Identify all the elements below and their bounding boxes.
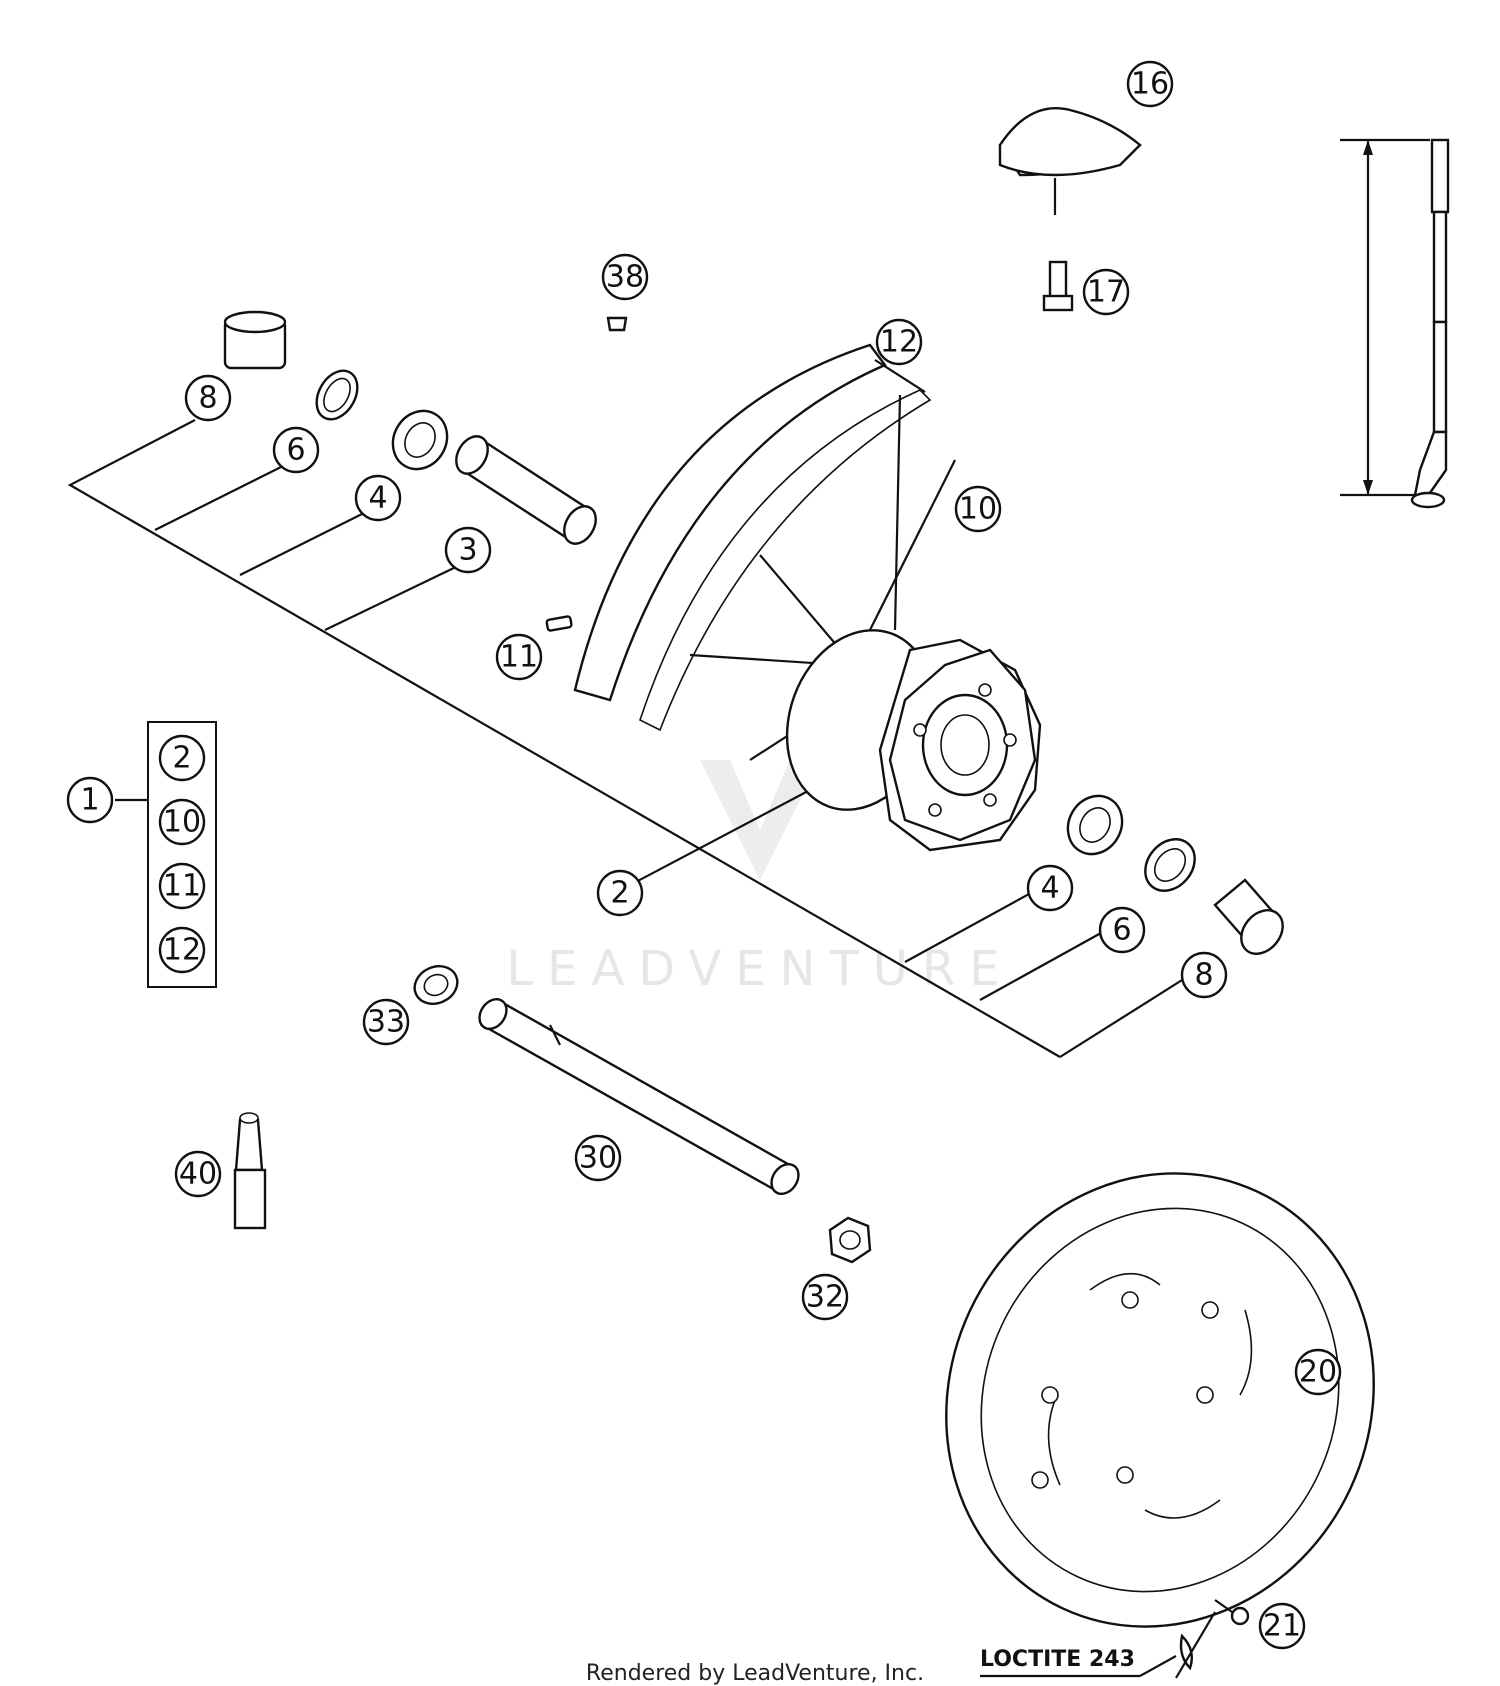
seal-6-left [315,369,359,421]
svg-text:1: 1 [80,783,99,818]
bolt-17 [1042,260,1074,312]
spacer-8-right [1213,878,1284,955]
callout-11[interactable]: 11 [495,633,543,681]
svg-text:4: 4 [368,481,387,516]
height-gauge [1410,138,1450,509]
svg-text:30: 30 [579,1141,617,1176]
screw-21 [1175,1599,1250,1679]
callout-21[interactable]: 21 [1258,1602,1306,1650]
svg-text:11: 11 [500,640,538,675]
svg-text:2: 2 [172,741,191,776]
watermark: LEADVENTURE [506,760,1013,997]
callout-38[interactable]: 38 [601,253,649,301]
watermark-text: LEADVENTURE [506,941,1013,997]
valve-cap-38 [606,316,628,332]
callout-17[interactable]: 17 [1082,268,1130,316]
svg-text:6: 6 [1112,913,1131,948]
svg-text:11: 11 [163,869,201,904]
callout-4-left[interactable]: 4 [354,474,402,522]
nut-32 [828,1216,872,1264]
svg-text:8: 8 [1194,958,1213,993]
svg-text:12: 12 [880,325,918,360]
svg-text:16: 16 [1131,67,1169,102]
svg-text:33: 33 [367,1005,405,1040]
svg-text:17: 17 [1087,275,1125,310]
rim-12 [573,343,932,732]
leader-lines [67,138,1430,1322]
callout-12[interactable]: 12 [875,318,923,366]
callout-3[interactable]: 3 [444,526,492,574]
callout-kit-2[interactable]: 2 [158,734,206,782]
callout-1[interactable]: 1 [66,776,114,824]
spacer-8-left [223,310,287,370]
svg-text:10: 10 [163,805,201,840]
callout-6-left[interactable]: 6 [272,426,320,474]
callout-6-right[interactable]: 6 [1098,906,1146,954]
footer-credit: Rendered by LeadVenture, Inc. [586,1661,924,1686]
svg-text:32: 32 [806,1280,844,1315]
svg-text:4: 4 [1040,871,1059,906]
callout-8-right[interactable]: 8 [1180,951,1228,999]
svg-text:20: 20 [1299,1355,1337,1390]
tube-40 [233,1112,267,1230]
callout-20[interactable]: 20 [1294,1348,1342,1396]
callout-2[interactable]: 2 [596,869,644,917]
svg-text:8: 8 [198,381,217,416]
callout-kit-11[interactable]: 11 [158,862,206,910]
bearing-4-left [391,409,449,471]
callout-40[interactable]: 40 [174,1150,222,1198]
spacer-tube-3 [455,435,597,545]
callout-kit-10[interactable]: 10 [158,798,206,846]
nipple-11 [545,615,573,632]
svg-text:3: 3 [458,533,477,568]
callout-30[interactable]: 30 [574,1134,622,1182]
svg-text:6: 6 [286,433,305,468]
svg-text:21: 21 [1263,1609,1301,1644]
callout-32[interactable]: 32 [801,1273,849,1321]
bearing-4-right [1066,794,1124,856]
axle-30 [478,997,800,1196]
callout-4-right[interactable]: 4 [1026,864,1074,912]
svg-text:10: 10 [959,492,997,527]
loctite-label: LOCTITE 243 [980,1647,1135,1672]
callout-kit-12[interactable]: 12 [158,926,206,974]
svg-text:38: 38 [606,260,644,295]
loctite-note: LOCTITE 243 [980,1647,1177,1678]
hub-2 [785,629,1042,852]
seat-16 [998,107,1142,215]
svg-text:2: 2 [610,876,629,911]
brake-disc-20 [945,1172,1375,1628]
svg-text:12: 12 [163,933,201,968]
callout-33[interactable]: 33 [362,998,410,1046]
collar-33 [413,965,459,1005]
seal-6-right [1144,838,1196,892]
callout-8-left[interactable]: 8 [184,374,232,422]
callout-10[interactable]: 10 [954,485,1002,533]
svg-text:40: 40 [179,1157,217,1192]
callout-16[interactable]: 16 [1126,60,1174,108]
